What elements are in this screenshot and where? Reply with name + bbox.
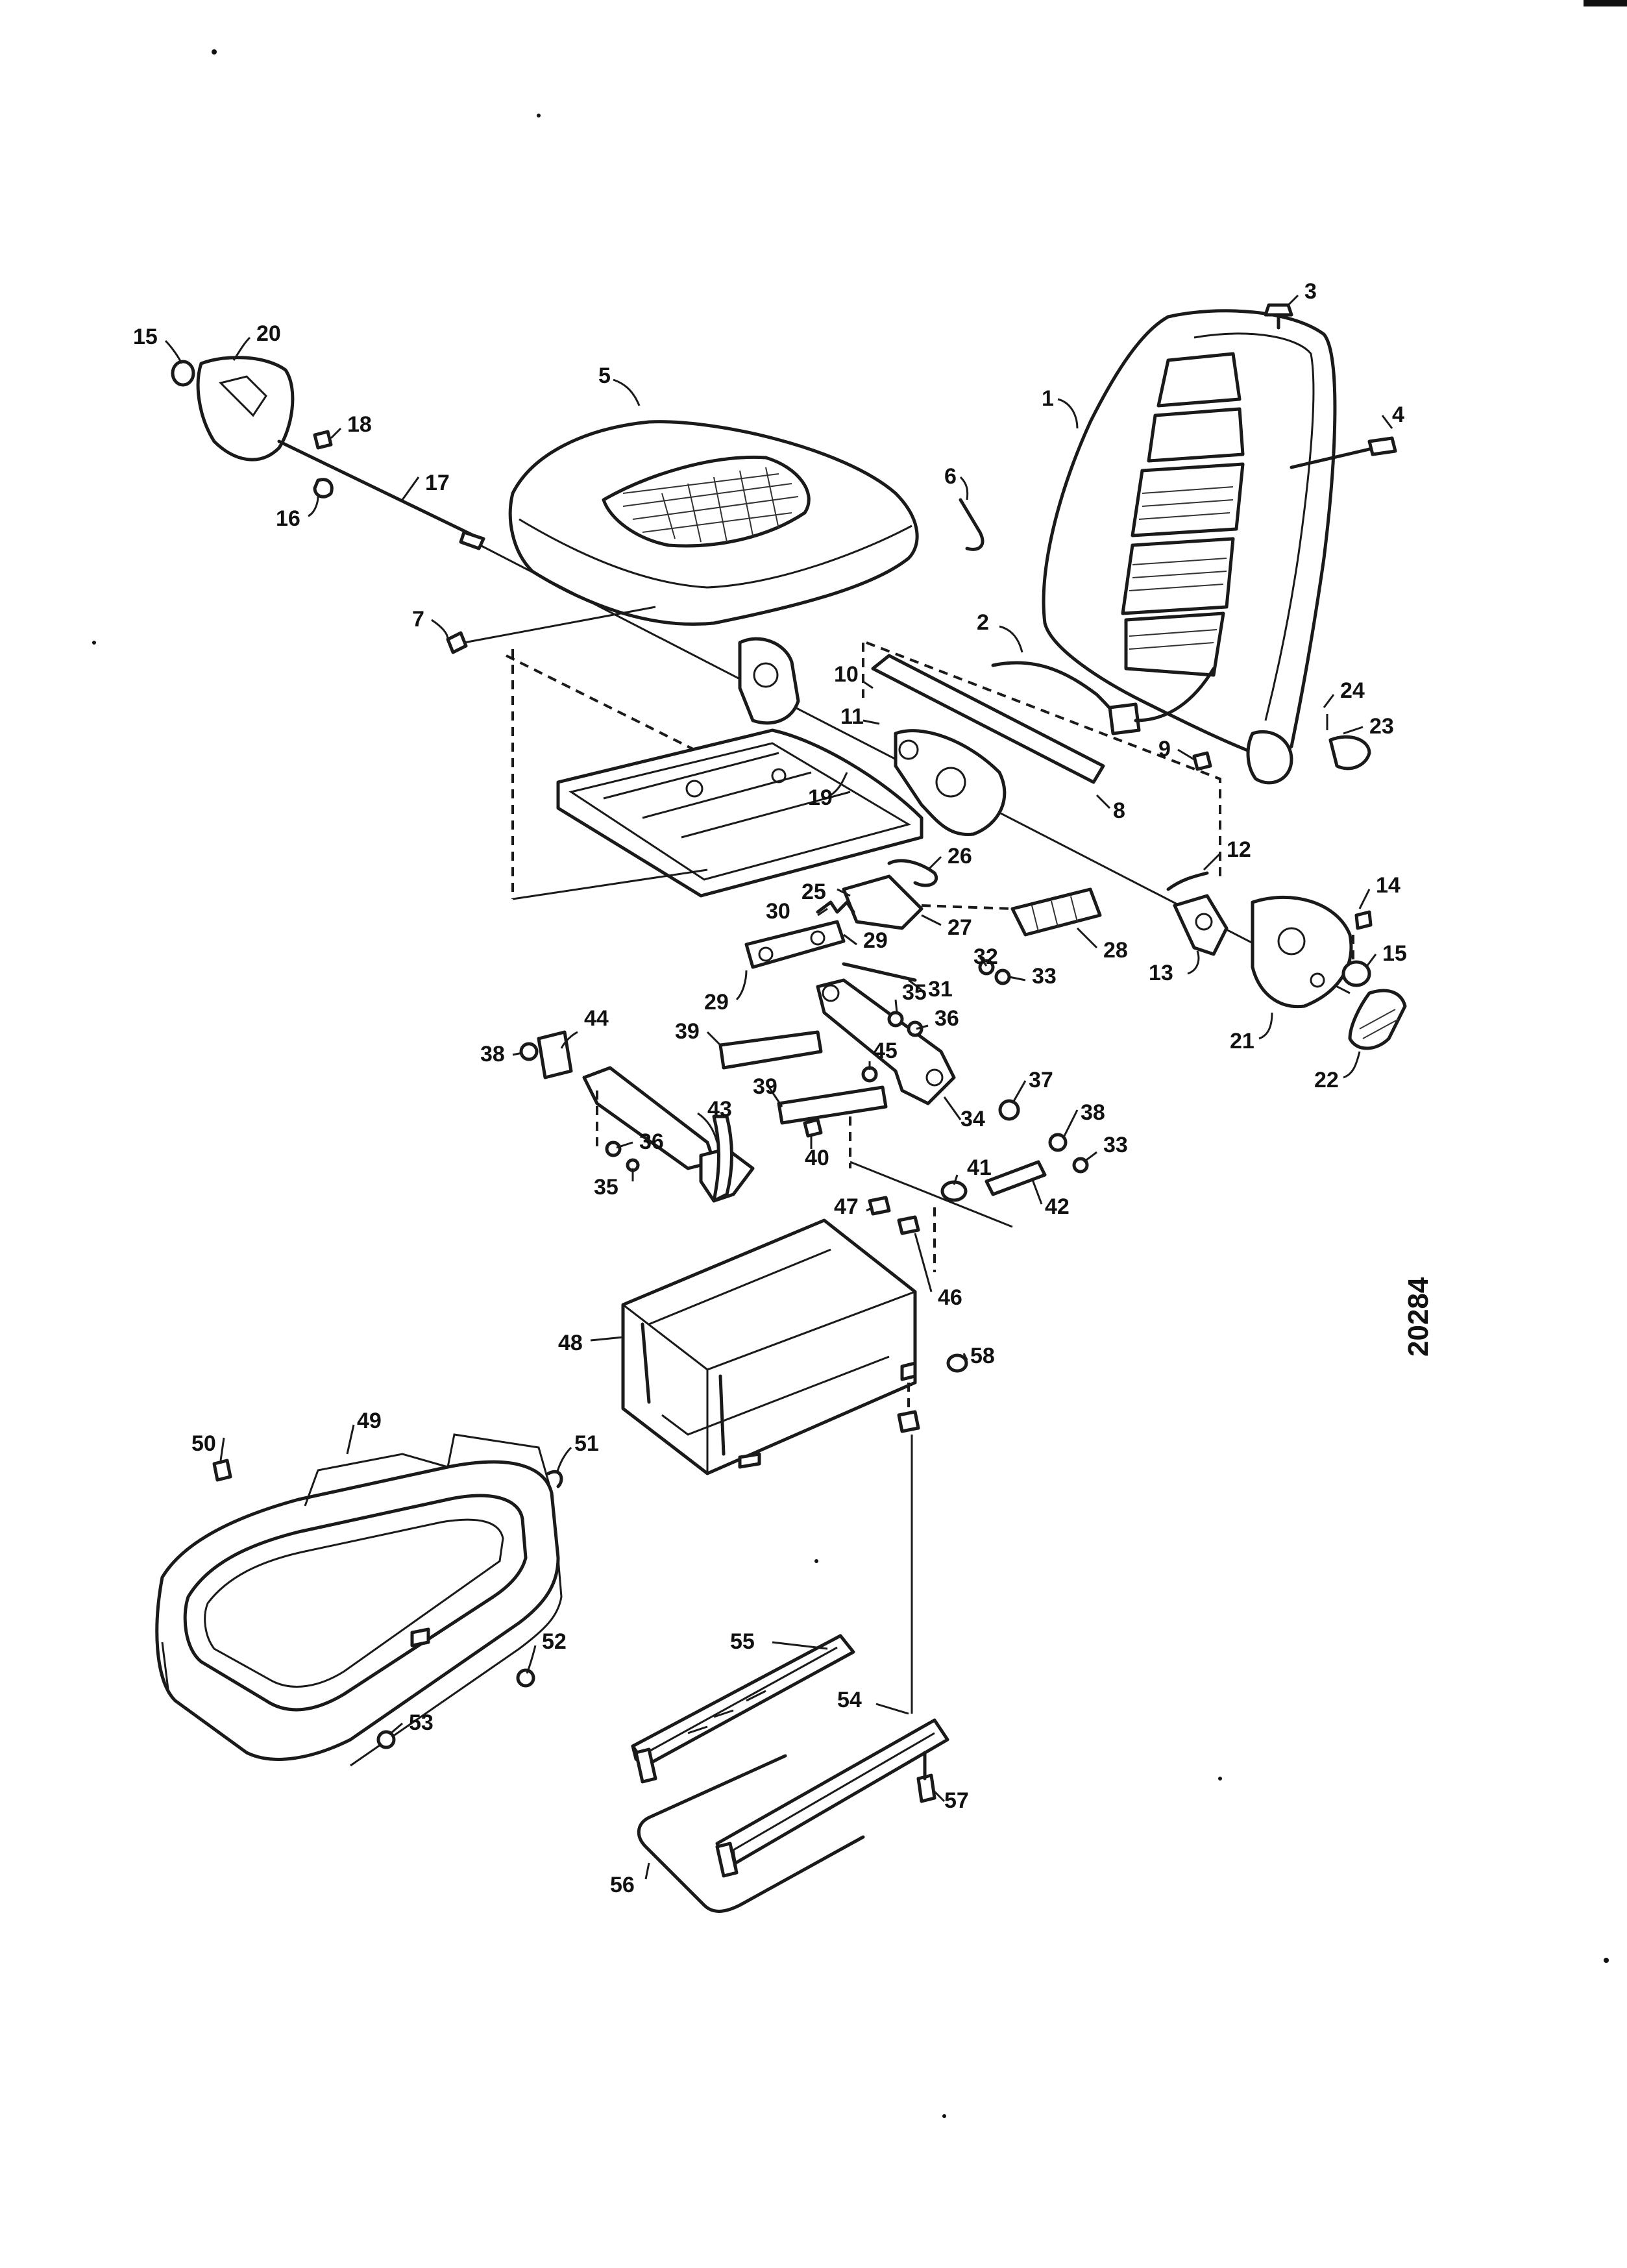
callout-31: 31	[928, 977, 953, 1002]
callout-36b: 36	[639, 1129, 664, 1154]
callout-leaders	[164, 294, 1393, 1880]
callout-25: 25	[801, 880, 826, 904]
callout-15b: 15	[1382, 941, 1407, 966]
callout-8: 8	[1113, 798, 1125, 823]
callout-2: 2	[977, 610, 989, 635]
scan-marks	[92, 0, 1627, 2118]
spring-pin	[1166, 871, 1209, 891]
callout-26: 26	[948, 844, 972, 869]
backrest-screw-lower	[1192, 751, 1212, 771]
cushion-clip	[959, 498, 985, 551]
mount-axis	[897, 1383, 920, 1714]
callout-22: 22	[1314, 1068, 1339, 1092]
callout-29a: 29	[863, 928, 888, 953]
cover-strip	[862, 641, 1221, 883]
callout-39b: 39	[753, 1074, 777, 1099]
backrest-screw	[1290, 436, 1397, 469]
callout-38a: 38	[480, 1042, 505, 1066]
callout-20: 20	[256, 321, 281, 346]
callout-10: 10	[834, 662, 859, 687]
callout-33b: 33	[1103, 1133, 1128, 1157]
callout-54: 54	[837, 1688, 862, 1712]
cushion-screw	[446, 606, 656, 654]
recliner-washer	[1341, 910, 1373, 987]
callout-18: 18	[347, 412, 372, 437]
callout-55: 55	[730, 1629, 755, 1654]
pivot-bracket-left	[738, 637, 800, 725]
pivot-bracket-right	[894, 729, 1007, 837]
callout-7: 7	[412, 607, 424, 632]
callout-49: 49	[357, 1409, 382, 1433]
figure-reference-number: 20284	[1402, 1277, 1434, 1357]
rail-release-bar	[637, 1754, 865, 1913]
callout-23: 23	[1369, 714, 1394, 739]
callout-48: 48	[558, 1331, 583, 1355]
callout-35b: 35	[594, 1175, 618, 1200]
heater-wiring	[991, 661, 1216, 735]
callout-43: 43	[707, 1097, 732, 1122]
callout-29b: 29	[704, 990, 729, 1015]
callout-53: 53	[409, 1710, 434, 1735]
recliner-bracket	[1173, 894, 1229, 956]
callout-14: 14	[1376, 873, 1401, 898]
callout-32: 32	[973, 944, 998, 969]
callout-19: 19	[808, 785, 833, 810]
slide-rail-right	[715, 1718, 949, 1878]
recliner-lever	[1348, 989, 1407, 1050]
callout-44: 44	[584, 1006, 609, 1031]
callout-17: 17	[425, 471, 450, 495]
callout-27: 27	[948, 915, 972, 940]
callout-38b: 38	[1081, 1100, 1105, 1125]
callout-57: 57	[944, 1788, 969, 1813]
callout-37: 37	[1029, 1068, 1053, 1092]
callout-12: 12	[1227, 837, 1251, 862]
callout-4: 4	[1392, 402, 1404, 427]
callout-5: 5	[598, 364, 611, 388]
recliner-cover	[1251, 895, 1353, 1009]
callout-51: 51	[574, 1431, 599, 1456]
callout-3: 3	[1304, 279, 1317, 304]
headrest-knob	[1264, 303, 1293, 330]
callout-labels: 1 2 3 4 5 6 7 8 9 10 11 12 13 14 15 15 1…	[133, 279, 1407, 1897]
callout-28: 28	[1103, 938, 1128, 963]
callout-40: 40	[805, 1146, 829, 1170]
callout-9: 9	[1158, 737, 1171, 761]
callout-50: 50	[191, 1431, 216, 1456]
callout-30: 30	[766, 899, 790, 924]
recliner-handle	[171, 356, 485, 550]
hinge-cover	[1246, 714, 1371, 785]
callout-58: 58	[970, 1344, 995, 1368]
callout-24: 24	[1340, 678, 1365, 703]
callout-45: 45	[873, 1039, 898, 1063]
callout-56: 56	[610, 1873, 635, 1897]
callout-41: 41	[967, 1155, 992, 1180]
callout-1: 1	[1042, 386, 1054, 411]
callout-42: 42	[1045, 1194, 1070, 1219]
seat-cushion	[508, 420, 919, 626]
seat-frame	[511, 649, 924, 900]
callout-36a: 36	[935, 1006, 959, 1031]
adjuster-mechanism	[519, 859, 1102, 1272]
callout-34: 34	[960, 1107, 985, 1131]
backrest	[1042, 309, 1337, 761]
base-shroud	[155, 1433, 563, 1767]
callout-33a: 33	[1032, 964, 1057, 989]
callout-11: 11	[840, 704, 864, 729]
callout-16: 16	[276, 506, 300, 531]
callout-35a: 35	[902, 980, 927, 1005]
callout-46: 46	[938, 1285, 962, 1310]
callout-15a: 15	[133, 325, 158, 349]
slide-rail-left	[631, 1634, 855, 1784]
callout-6: 6	[944, 464, 957, 489]
callout-21: 21	[1230, 1029, 1254, 1054]
callout-39a: 39	[675, 1019, 700, 1044]
rail-bolt	[916, 1751, 936, 1803]
callout-13: 13	[1149, 961, 1173, 985]
callout-47: 47	[834, 1194, 859, 1219]
callout-52: 52	[542, 1629, 567, 1654]
seat-base	[621, 1196, 968, 1475]
